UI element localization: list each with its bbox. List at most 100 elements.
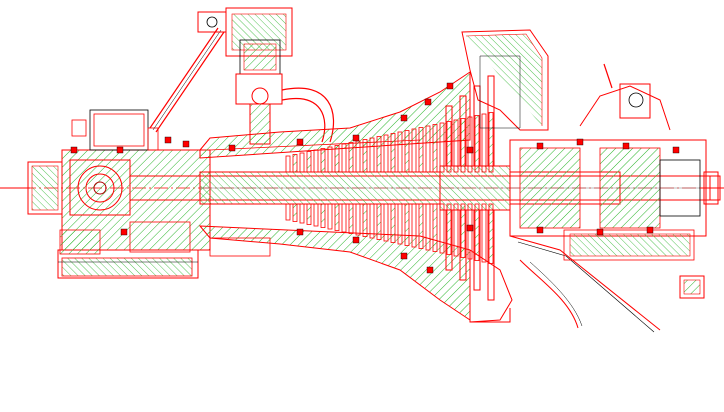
- bolt-marker: [400, 252, 408, 260]
- bolt-marker: [536, 226, 544, 234]
- blade-row: [285, 203, 291, 221]
- blade-row: [488, 112, 494, 173]
- governor-linkage: [149, 11, 227, 133]
- blade-row: [446, 121, 452, 173]
- bolt-marker: [672, 146, 680, 154]
- blade-row: [404, 203, 410, 246]
- blade-row: [446, 203, 452, 255]
- blade-row: [418, 203, 424, 249]
- blade-row: [369, 137, 375, 173]
- bolt-marker: [576, 138, 584, 146]
- bolt-marker: [466, 224, 474, 232]
- bolt-marker: [228, 144, 236, 152]
- blade-row: [362, 139, 368, 173]
- blade-row: [362, 203, 368, 237]
- blade-row: [292, 154, 298, 173]
- blade-row: [481, 113, 487, 173]
- blade-row: [327, 146, 333, 173]
- blade-row: [397, 131, 403, 173]
- lp-blade-row: [445, 209, 453, 271]
- blade-row: [299, 203, 305, 224]
- bolt-marker: [70, 146, 78, 154]
- blade-row: [313, 203, 319, 227]
- blade-row: [460, 203, 466, 258]
- exhaust-casing: [461, 29, 549, 323]
- lp-blade-row: [487, 209, 495, 301]
- blade-row: [425, 125, 431, 173]
- lp-blade-row: [459, 209, 467, 281]
- blade-row: [341, 203, 347, 233]
- blade-row: [383, 134, 389, 173]
- blade-row: [453, 203, 459, 257]
- blade-row: [348, 142, 354, 173]
- blade-row: [411, 203, 417, 248]
- lp-blade-row: [459, 95, 467, 167]
- blade-row: [355, 203, 361, 236]
- blade-row: [439, 122, 445, 173]
- bolt-marker: [596, 228, 604, 236]
- blade-row: [453, 119, 459, 173]
- blade-row: [432, 203, 438, 252]
- blade-row: [334, 145, 340, 173]
- blade-row: [320, 203, 326, 228]
- blade-row: [418, 127, 424, 173]
- blade-row: [313, 149, 319, 173]
- blade-row: [383, 203, 389, 242]
- exhaust-hood: [509, 235, 661, 333]
- bolt-marker: [466, 146, 474, 154]
- blade-row: [488, 203, 494, 264]
- blade-stages: [285, 75, 495, 301]
- front-pedestal: [57, 149, 211, 279]
- bolt-marker: [116, 146, 124, 154]
- blade-row: [390, 133, 396, 173]
- bolt-marker: [296, 228, 304, 236]
- blade-row: [306, 151, 312, 173]
- bolt-marker: [164, 136, 172, 144]
- rear-bearing-pedestal: [509, 63, 724, 299]
- blade-row: [376, 136, 382, 173]
- bolt-marker: [426, 266, 434, 274]
- blade-row: [474, 203, 480, 261]
- blade-row: [348, 203, 354, 234]
- blade-row: [292, 203, 298, 222]
- bolt-marker: [622, 142, 630, 150]
- blade-row: [390, 203, 396, 243]
- blade-row: [481, 203, 487, 263]
- bolt-marker: [424, 98, 432, 106]
- lp-blade-row: [473, 209, 481, 291]
- lp-blade-row: [445, 105, 453, 167]
- bolt-marker: [352, 236, 360, 244]
- blade-row: [432, 124, 438, 173]
- blade-row: [439, 203, 445, 254]
- front-shaft-end: [0, 161, 63, 215]
- rotor-shaft: [129, 165, 721, 211]
- blade-row: [285, 155, 291, 173]
- bolt-marker: [296, 138, 304, 146]
- bolt-marker: [536, 142, 544, 150]
- blade-row: [334, 203, 340, 231]
- oil-pump-housing: [71, 109, 159, 151]
- blade-row: [341, 143, 347, 173]
- bolt-marker: [352, 134, 360, 142]
- blade-row: [425, 203, 431, 251]
- blade-row: [411, 128, 417, 173]
- lp-blade-row: [487, 75, 495, 167]
- blade-row: [474, 115, 480, 173]
- bolt-marker: [120, 228, 128, 236]
- hp-casing-lower: [198, 225, 471, 321]
- blade-row: [306, 203, 312, 225]
- steam-chest: [225, 7, 334, 145]
- blade-row: [467, 116, 473, 173]
- blade-row: [460, 118, 466, 173]
- blade-row: [320, 148, 326, 173]
- bolt-marker: [182, 140, 190, 148]
- blade-row: [327, 203, 333, 230]
- blade-row: [376, 203, 382, 240]
- blade-row: [369, 203, 375, 239]
- bolt-marker: [446, 82, 454, 90]
- bolt-marker: [646, 226, 654, 234]
- bolt-flange-markers: [70, 82, 680, 274]
- blade-row: [299, 152, 305, 173]
